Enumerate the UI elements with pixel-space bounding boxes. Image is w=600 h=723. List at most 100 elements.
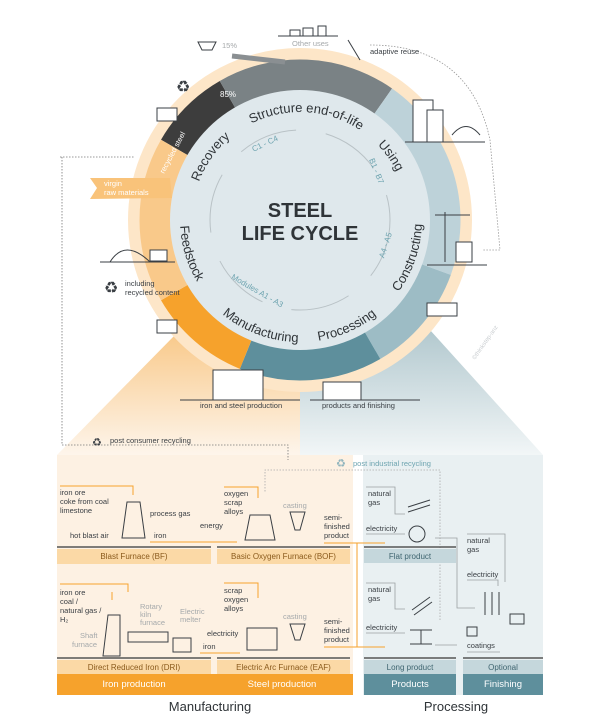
cycle-arrow xyxy=(209,129,391,311)
eaf-label: Electric Arc Furnace (EAF) xyxy=(217,660,350,674)
coatings-label: coatings xyxy=(467,641,495,650)
recycled-pct: 85% xyxy=(220,90,236,99)
finishing-label: Finishing xyxy=(463,674,543,695)
recycle-icon: ♻ xyxy=(336,458,346,470)
electricity-label: electricity xyxy=(467,570,499,579)
steel-production-label: Steel production xyxy=(211,674,353,695)
recycle-icons: ♻ ♻ ♻ ♻ xyxy=(92,79,346,470)
post-industrial-line xyxy=(264,469,441,620)
center-disk xyxy=(170,90,430,350)
ring-manufacturing xyxy=(161,284,252,369)
dri-input: H₂ xyxy=(60,615,69,624)
casting-label: casting xyxy=(283,612,307,621)
optional-label: Optional xyxy=(463,660,543,674)
bof-input: alloys xyxy=(224,507,244,516)
iron-production-label: Iron production xyxy=(57,674,211,695)
process-lines xyxy=(366,486,506,653)
beam-icon xyxy=(410,629,432,645)
outer-ring xyxy=(128,48,472,392)
rotary-kiln-icon xyxy=(127,631,169,643)
dri-input: coal / xyxy=(60,597,78,606)
adaptive-reuse-label: adaptive reuse xyxy=(370,47,420,56)
feedstock-truck-icon xyxy=(156,319,178,334)
post-industrial-label: post industrial recycling xyxy=(353,459,431,468)
including-label: including xyxy=(125,279,155,288)
rotary-kiln-label: Rotary xyxy=(140,602,163,611)
excavator-icon xyxy=(347,39,361,61)
eaf-input: oxygen xyxy=(224,595,249,604)
title-line2: LIFE CYCLE xyxy=(242,223,359,245)
manufacturing-section-title: Manufacturing xyxy=(168,699,252,714)
ring-segments xyxy=(139,59,461,381)
ring-feedstock xyxy=(139,139,189,301)
ring-recovery-dark xyxy=(161,81,236,156)
natural-gas-label: natural xyxy=(368,489,391,498)
natural-gas-label: gas xyxy=(467,545,480,554)
ring-processing xyxy=(239,331,381,381)
watermark: ©thinkstep-anz xyxy=(471,324,500,361)
long-product-label: Long product xyxy=(364,660,456,674)
virgin-label: virgin xyxy=(104,179,122,188)
process-gas-label: process gas xyxy=(150,509,191,518)
material-flow-arrows xyxy=(60,485,385,654)
truck-icon xyxy=(426,302,458,317)
products-label: Products xyxy=(364,674,456,695)
processing-section-title: Processing xyxy=(423,699,489,714)
paint-roller-icon xyxy=(509,613,525,625)
natural-gas-label: gas xyxy=(368,594,381,603)
recycle-icon: ♻ xyxy=(176,79,190,96)
electric-melter-label: Electric xyxy=(180,607,205,616)
ring-using xyxy=(373,88,461,275)
adaptive-reuse-line xyxy=(369,44,501,251)
ore-pile-icon xyxy=(109,249,151,263)
electricity-label: electricity xyxy=(366,623,398,632)
casting-icon xyxy=(289,623,306,641)
rebar-icon xyxy=(411,596,433,616)
landfill-icon xyxy=(197,41,217,51)
electric-melter-label: melter xyxy=(180,615,201,624)
semi-finished-label: finished xyxy=(324,522,350,531)
post-consumer-label: post consumer recycling xyxy=(110,436,191,445)
natural-gas-label: natural xyxy=(467,536,490,545)
dri-input: iron ore xyxy=(60,588,86,597)
semi-finished-label: semi- xyxy=(324,617,343,626)
electric-melter-icon xyxy=(172,637,192,653)
energy-label: energy xyxy=(200,521,223,530)
coil-icon xyxy=(408,525,426,543)
eaf-icon xyxy=(246,627,278,651)
factory-icon xyxy=(212,369,264,401)
title-line1: STEEL xyxy=(268,200,332,222)
bof-input: scrap xyxy=(224,498,243,507)
raw-materials-label: raw materials xyxy=(104,188,149,197)
semi-finished-label: finished xyxy=(324,626,350,635)
products-finishing-label: products and finishing xyxy=(322,401,395,410)
eaf-input: scrap xyxy=(224,586,243,595)
post-consumer-line xyxy=(60,156,289,460)
ring-constructing xyxy=(364,263,451,359)
bf-input: iron ore xyxy=(60,488,86,497)
iron-steel-production-label: iron and steel production xyxy=(200,401,283,410)
iron-label: iron xyxy=(154,531,167,540)
casting-label: casting xyxy=(283,501,307,510)
electricity-label: electricity xyxy=(207,629,239,638)
ring-end-of-life xyxy=(219,59,393,115)
wire-icon xyxy=(484,592,500,615)
recycle-icon: ♻ xyxy=(104,280,118,297)
shaft-furnace-icon xyxy=(102,614,121,657)
semi-finished-label: product xyxy=(324,635,350,644)
blast-furnace-icon xyxy=(121,501,146,539)
bof-input: oxygen xyxy=(224,489,249,498)
bf-label: Blast Furnace (BF) xyxy=(57,549,211,564)
bf-input: limestone xyxy=(60,506,93,515)
other-uses-icon xyxy=(289,29,301,37)
electricity-label: electricity xyxy=(366,524,398,533)
bof-icon xyxy=(244,514,276,541)
landfill-pct: 15% xyxy=(222,41,238,50)
sheet-icon xyxy=(407,499,431,513)
natural-gas-label: natural xyxy=(368,585,391,594)
shaft-furnace-label: furnace xyxy=(72,640,98,649)
recycle-icon: ♻ xyxy=(92,437,102,449)
iron-label: iron xyxy=(203,642,216,651)
dri-label: Direct Reduced Iron (DRI) xyxy=(57,660,211,674)
